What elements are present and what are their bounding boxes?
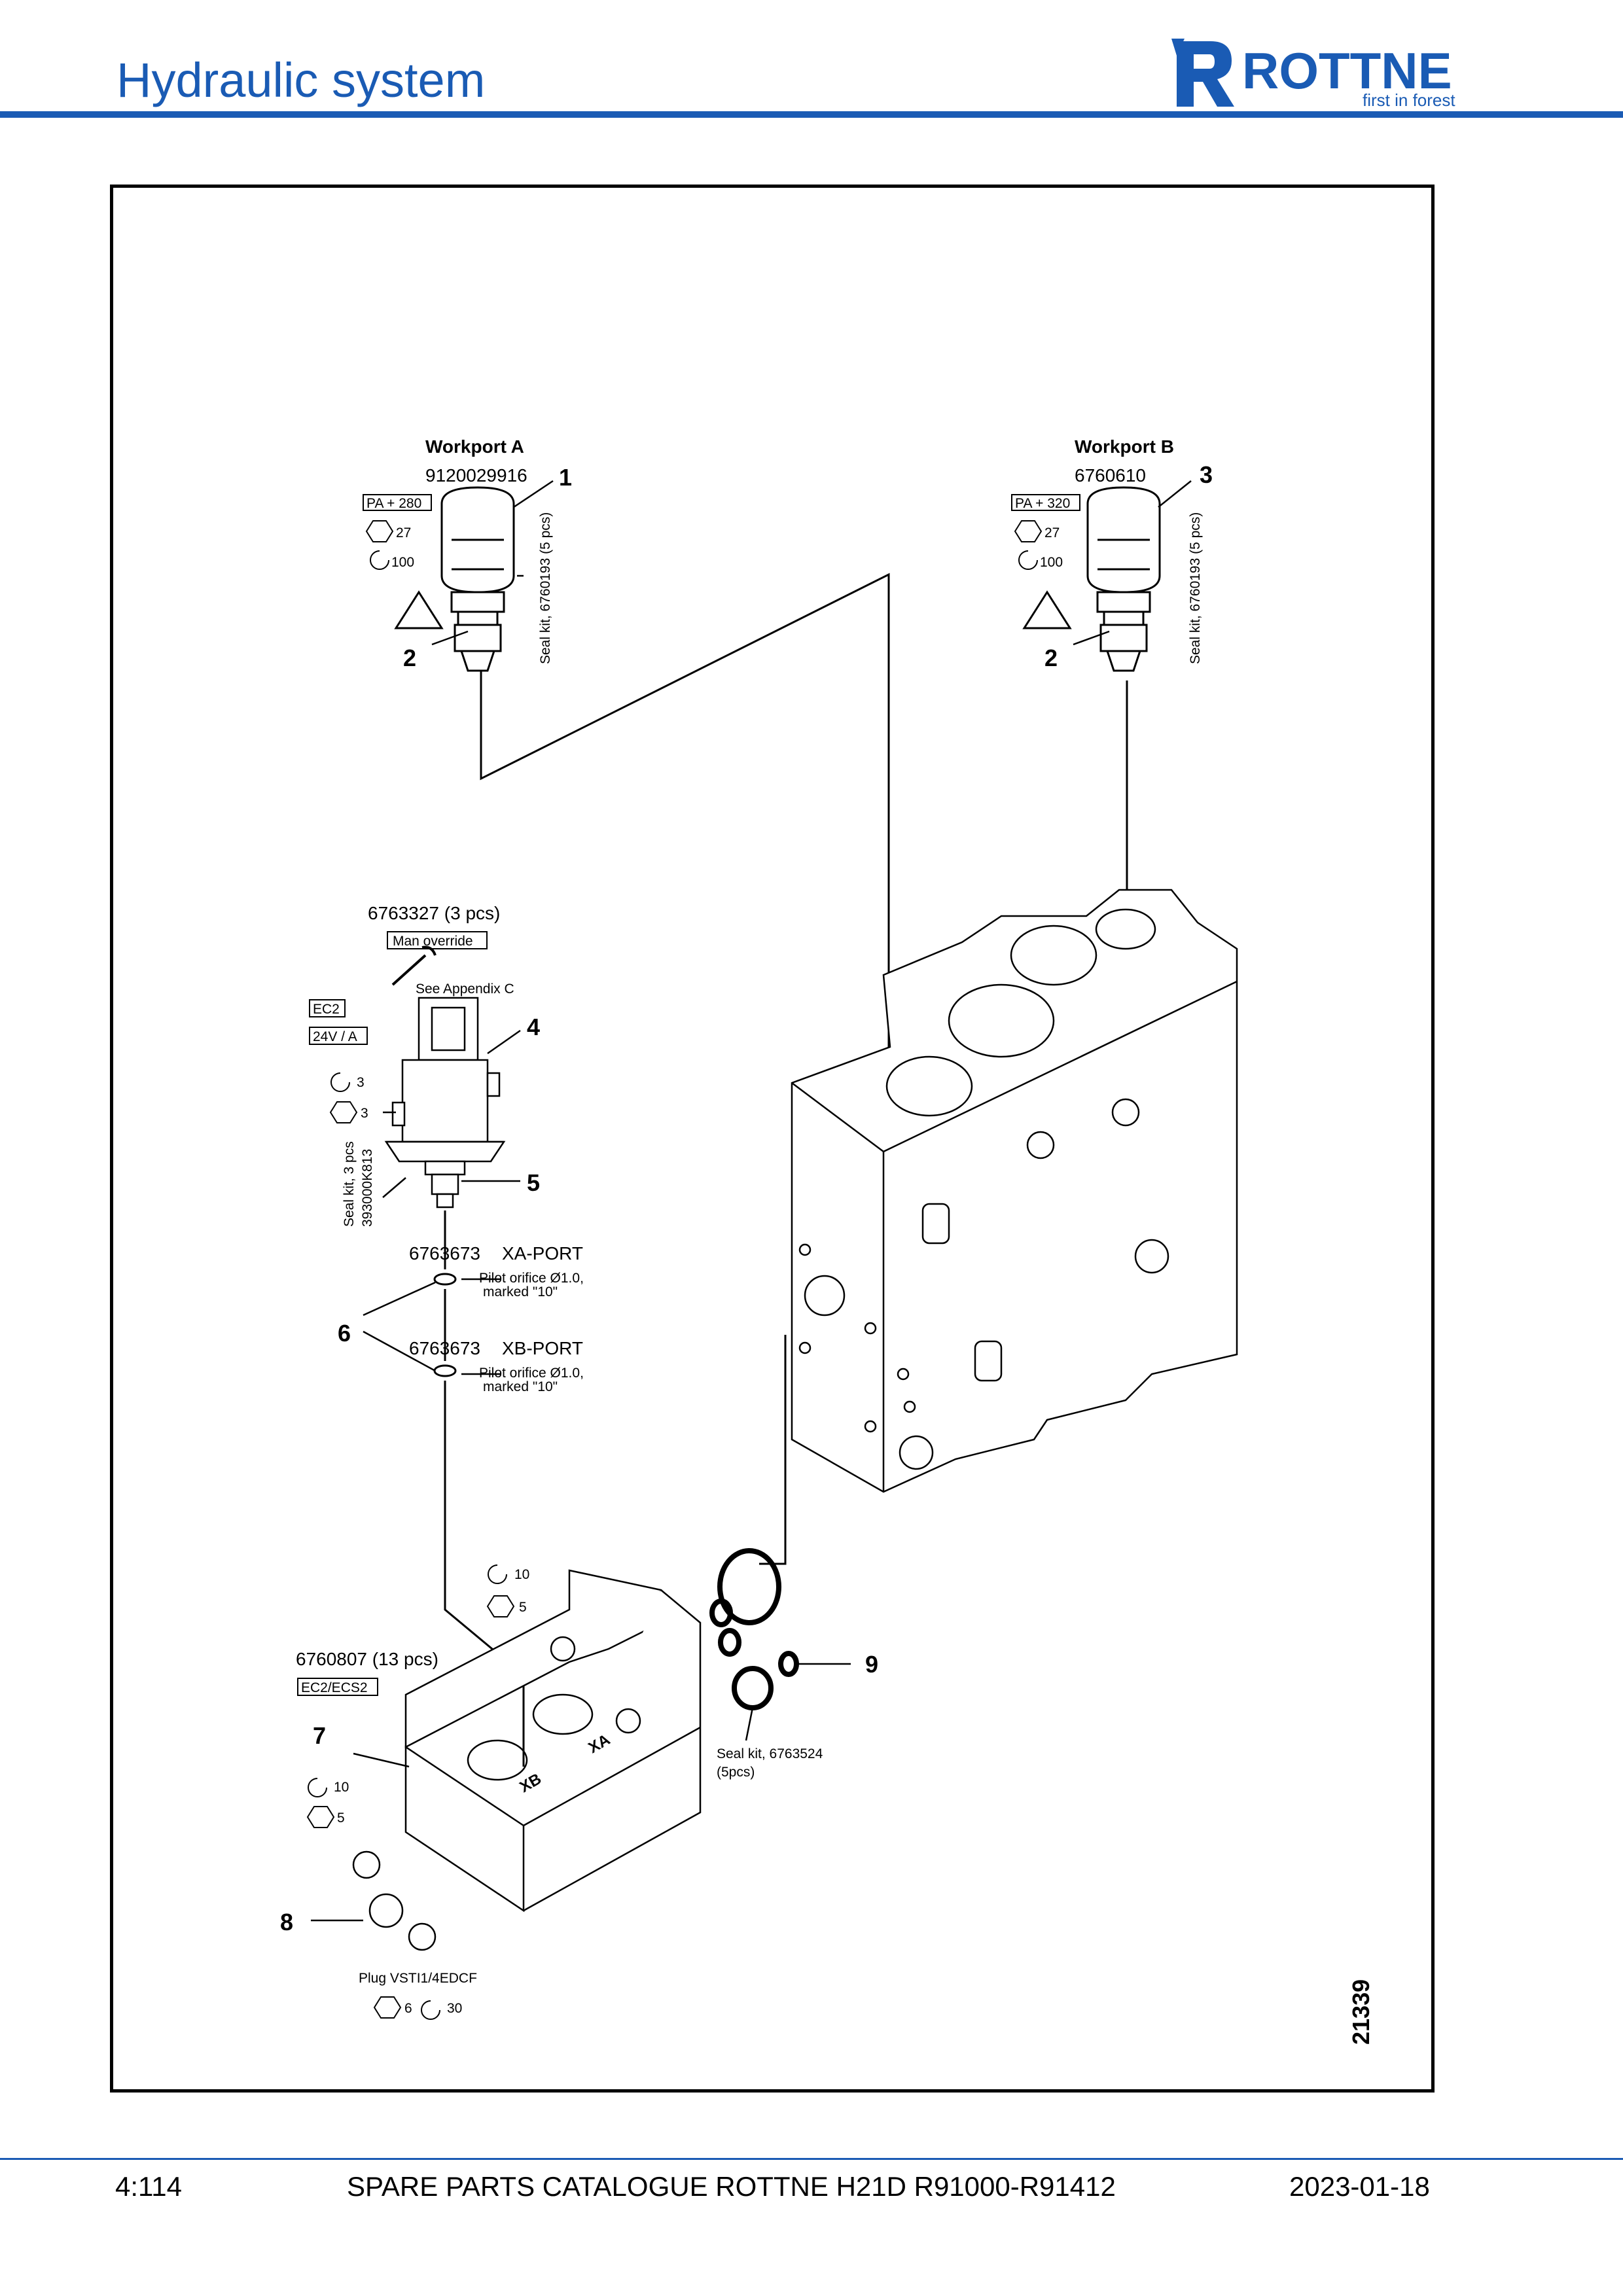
page-title: Hydraulic system [116,53,486,107]
main-valve-housing [791,889,1238,1493]
workport-b-part-no: 6760610 [1075,465,1146,486]
orifice-b-port: XB-PORT [502,1338,583,1358]
hex-icon [365,520,394,542]
header-rule [0,111,1623,118]
orifice-a-port: XA-PORT [502,1243,583,1263]
workport-a-part-no: 9120029916 [425,465,527,486]
torque-icon [421,2000,440,2020]
torque-icon [330,1072,350,1092]
workport-a-title: Workport A [425,436,524,457]
valve-seal-kit: Seal kit, 3 pcs [342,1141,357,1227]
logo-tagline: first in forest [1363,90,1455,110]
footer-page-number: 4:114 [115,2171,182,2202]
block-hex-top: 5 [519,1600,527,1615]
valve-seal-kit-no: 393000K813 [360,1149,375,1227]
seal-kit-9-line1: Seal kit, 6763524 [717,1746,823,1761]
callout-1: 1 [559,464,572,491]
hex-icon [373,1996,402,2019]
logo-r-mark [1177,41,1234,107]
callout-2-b: 2 [1044,645,1058,671]
block-part-no: 6760807 (13 pcs) [296,1649,438,1669]
voltage-label: 24V / A [313,1029,357,1044]
ec2-box [309,999,346,1017]
torque-icon [370,550,389,570]
valve-hex: 3 [361,1106,368,1121]
footer-catalogue-title: SPARE PARTS CATALOGUE ROTTNE H21D R91000… [347,2171,1116,2202]
workport-b-title: Workport B [1075,436,1174,457]
man-override-label: Man override [393,934,473,949]
plug-torque: 30 [447,2001,462,2016]
workport-a-seal-kit: Seal kit, 6760193 (5 pcs) [538,512,553,664]
leader-line-block-xb [444,1400,525,1767]
man-override-box [387,931,488,949]
footer-date: 2023-01-18 [1289,2171,1430,2202]
torque-icon [308,1778,327,1797]
callout-7: 7 [313,1722,326,1749]
hex-icon [1014,520,1043,542]
workport-b-torque: 100 [1040,555,1063,570]
adapter-block [352,1569,702,1951]
orifice-b-desc1: Pilot orifice Ø1.0, [479,1366,584,1381]
see-appendix-label: See Appendix C [416,981,514,997]
block-port-xb: XB [517,1770,544,1796]
plug-name: Plug VSTI1/4EDCF [359,1971,477,1986]
workport-a-cartridge [440,486,515,672]
orifice-a-desc1: Pilot orifice Ø1.0, [479,1271,584,1286]
callout-9: 9 [865,1651,878,1678]
pa-box-b [1011,494,1080,511]
orifice-a-desc2: marked "10" [483,1284,558,1299]
valve-torque: 3 [357,1075,365,1090]
warning-triangle-icon [394,590,444,629]
block-hex-left: 5 [337,1810,345,1826]
orifice-b-desc2: marked "10" [483,1379,558,1394]
seal-kit-rings [709,1548,799,1710]
drawing-number: 21339 [1347,1979,1374,2045]
workport-b-cartridge [1086,486,1161,672]
callout-2-a: 2 [403,645,416,671]
workport-b-seal-kit: Seal kit, 6760193 (5 pcs) [1188,512,1203,664]
workport-b-pressure: PA + 320 [1015,496,1070,511]
wrench-icon [391,945,437,986]
rottne-logo: ROTTNE first in forest [1171,39,1455,110]
callout-6: 6 [338,1320,351,1347]
torque-icon [1018,550,1038,570]
warning-triangle-icon [1022,590,1072,629]
footer-rule [0,2158,1623,2160]
orifice-b-part-no: 6763673 [409,1338,480,1358]
ec2-ecs2-box [297,1678,378,1696]
pilot-orifice-xb [433,1364,457,1377]
workport-a-hex: 27 [396,525,411,540]
callout-5: 5 [527,1169,540,1196]
pilot-orifice-xa [433,1273,457,1286]
workport-b-hex: 27 [1044,525,1060,540]
hex-icon [329,1101,358,1123]
callout-3: 3 [1200,461,1213,488]
torque-icon [488,1564,507,1584]
workport-a-torque: 100 [391,555,414,570]
drawing-frame [110,185,1435,2093]
hex-icon [306,1806,335,1828]
solenoid-valve [384,997,506,1209]
block-type: EC2/ECS2 [301,1680,368,1695]
workport-a-pressure: PA + 280 [366,496,421,511]
orifice-a-part-no: 6763673 [409,1243,480,1263]
plug-hex: 6 [404,2001,412,2016]
ec2-label: EC2 [313,1002,340,1017]
callout-8: 8 [280,1909,293,1935]
leader-line-workport-a [480,573,890,1060]
valve-part-no: 6763327 (3 pcs) [368,903,500,923]
logo-text: ROTTNE [1242,42,1452,99]
leader-line-seal-kit [759,1335,787,1565]
voltage-box [309,1027,368,1045]
pa-box-a [363,494,432,511]
callout-4: 4 [527,1014,540,1040]
seal-kit-9-line2: (5pcs) [717,1765,755,1780]
block-torque-left: 10 [334,1780,349,1795]
block-torque-top: 10 [514,1567,529,1582]
hex-icon [486,1595,515,1617]
